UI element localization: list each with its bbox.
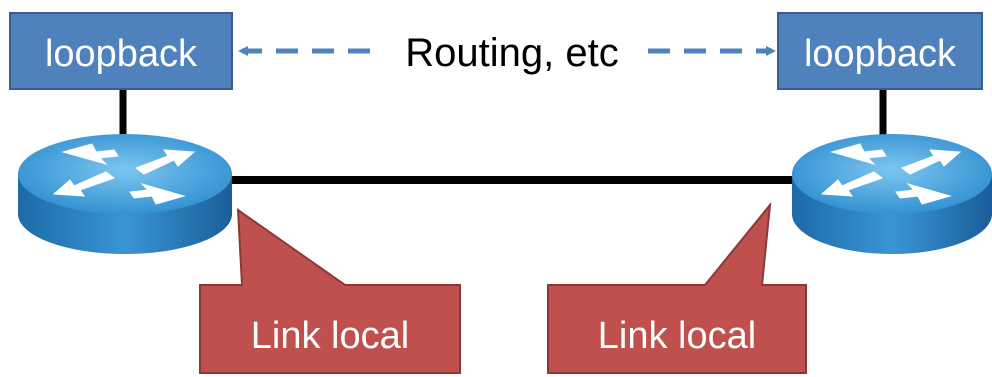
- callout-right: Link local: [547, 201, 807, 374]
- routing-label: Routing, etc: [405, 31, 618, 75]
- callout-label-left: Link local: [251, 315, 409, 357]
- callout-label-right: Link local: [598, 315, 756, 357]
- loopback-box-left: loopback: [9, 12, 233, 90]
- loopback-label-right: loopback: [804, 33, 957, 75]
- callout-left: Link local: [199, 208, 461, 374]
- router-icon: [792, 134, 992, 254]
- loopback-label-left: loopback: [45, 33, 198, 75]
- loopback-box-right: loopback: [777, 12, 983, 90]
- router-icon: [18, 134, 232, 254]
